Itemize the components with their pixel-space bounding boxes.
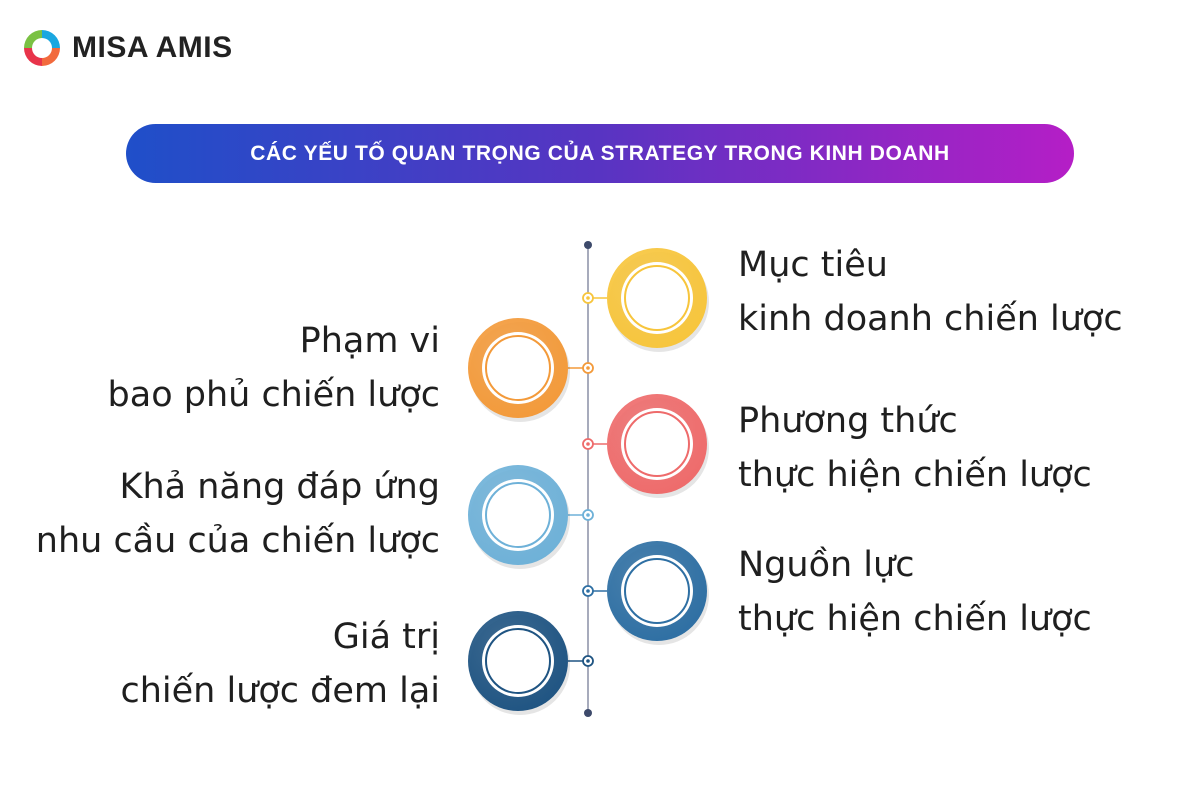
step-label-line2: chiến lược đem lại bbox=[120, 671, 440, 711]
diagram-title: CÁC YẾU TỐ QUAN TRỌNG CỦA STRATEGY TRONG… bbox=[250, 141, 950, 165]
brand-logo: MISA AMIS bbox=[20, 26, 233, 70]
step-label-line1: Phạm vi bbox=[299, 321, 440, 361]
timeline-end-dot bbox=[584, 709, 592, 717]
step-label-6: Giá trị chiến lược đem lại bbox=[120, 610, 440, 718]
step-label-line1: Giá trị bbox=[332, 617, 440, 657]
step-circle-center-4 bbox=[488, 485, 548, 545]
title-banner: CÁC YẾU TỐ QUAN TRỌNG CỦA STRATEGY TRONG… bbox=[126, 124, 1074, 183]
timeline-node-dot-3 bbox=[586, 442, 590, 446]
timeline-node-dot-5 bbox=[586, 589, 590, 593]
step-label-3: Phương thức thực hiện chiến lược bbox=[738, 394, 1092, 502]
step-circle-ring-5 bbox=[624, 558, 690, 624]
step-label-line2: bao phủ chiến lược bbox=[107, 375, 440, 415]
step-circle-ring-2 bbox=[485, 335, 551, 401]
step-circle-center-3 bbox=[627, 414, 687, 474]
step-label-5: Nguồn lực thực hiện chiến lược bbox=[738, 538, 1092, 646]
timeline-node-dot-2 bbox=[586, 366, 590, 370]
step-label-1: Mục tiêu kinh doanh chiến lược bbox=[738, 238, 1123, 346]
step-label-line1: Khả năng đáp ứng bbox=[119, 467, 440, 507]
step-circle-center-5 bbox=[627, 561, 687, 621]
step-label-line1: Nguồn lực bbox=[738, 545, 915, 585]
step-label-line1: Mục tiêu bbox=[738, 245, 888, 285]
step-label-line2: nhu cầu của chiến lược bbox=[35, 521, 440, 561]
timeline-node-dot-1 bbox=[586, 296, 590, 300]
step-label-line2: thực hiện chiến lược bbox=[738, 599, 1092, 639]
brand-name: MISA AMIS bbox=[72, 31, 233, 64]
step-label-line2: kinh doanh chiến lược bbox=[738, 299, 1123, 339]
step-label-4: Khả năng đáp ứng nhu cầu của chiến lược bbox=[36, 460, 440, 568]
step-label-line1: Phương thức bbox=[738, 401, 958, 441]
timeline-node-dot-6 bbox=[586, 659, 590, 663]
step-circle-center-1 bbox=[627, 268, 687, 328]
misa-logo-icon bbox=[24, 30, 60, 66]
step-circle-ring-4 bbox=[485, 482, 551, 548]
step-circle-ring-3 bbox=[624, 411, 690, 477]
step-label-line2: thực hiện chiến lược bbox=[738, 455, 1092, 495]
step-circle-ring-1 bbox=[624, 265, 690, 331]
step-label-2: Phạm vi bao phủ chiến lược bbox=[108, 314, 440, 422]
timeline-node-dot-4 bbox=[586, 513, 590, 517]
step-circle-ring-6 bbox=[485, 628, 551, 694]
step-circle-center-6 bbox=[488, 631, 548, 691]
timeline-start-dot bbox=[584, 241, 592, 249]
step-circle-center-2 bbox=[488, 338, 548, 398]
